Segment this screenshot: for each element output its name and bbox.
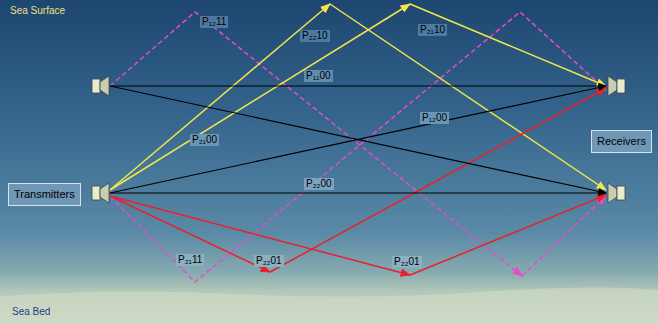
surface-ray <box>110 4 330 190</box>
seabed-label: Sea Bed <box>10 306 52 318</box>
receiver-speaker <box>608 183 625 203</box>
multipath-ray <box>110 12 606 282</box>
path-label: P₂₁10 <box>418 24 447 36</box>
transmitters-label-box: Transmitters <box>8 183 81 206</box>
transmitter-speaker <box>92 183 109 203</box>
path-label: P₂₂01 <box>392 256 422 268</box>
path-label: P₁₂00 <box>420 112 449 124</box>
path-label: P₂₁00 <box>190 134 219 146</box>
path-label: P₂₂10 <box>300 30 330 42</box>
direct-ray <box>110 192 606 193</box>
multipath-ray <box>110 12 522 276</box>
bottom-ray <box>110 196 410 275</box>
sea-bed <box>0 287 658 324</box>
path-label: P₂₂01 <box>254 255 284 267</box>
direct-ray <box>110 85 606 86</box>
bottom-ray <box>270 88 606 272</box>
path-label: P₁₂11 <box>200 16 228 28</box>
box-text: Transmitters <box>14 188 75 201</box>
bottom-ray <box>110 196 270 272</box>
surface-label: Sea Surface <box>8 5 67 17</box>
surface-ray <box>110 4 410 190</box>
receivers-label-box: Receivers <box>591 130 652 153</box>
direct-ray <box>110 86 606 193</box>
path-label: P₁₁00 <box>304 70 333 82</box>
surface-ray <box>330 4 606 190</box>
box-text: Receivers <box>597 135 646 148</box>
surface-ray <box>410 4 606 86</box>
path-label: P₂₂00 <box>304 178 334 190</box>
bottom-ray <box>410 195 606 275</box>
receiver-speaker <box>608 76 625 96</box>
transmitter-speaker <box>92 76 109 96</box>
direct-ray <box>110 86 606 193</box>
multipath-ray <box>522 196 606 276</box>
path-label: P₂₁11 <box>176 254 204 266</box>
